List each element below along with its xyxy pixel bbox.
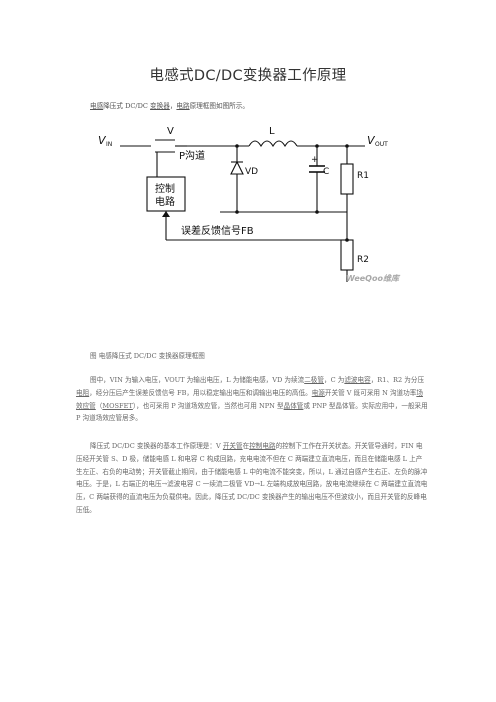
junction-dot: [345, 144, 349, 148]
vout-sub: OUT: [375, 141, 388, 148]
feedback-arrow: [162, 211, 170, 217]
text-run: ），也可采用 P 沟道场效应管，当然也可用 NPN 型: [132, 401, 284, 410]
underlined-term: 晶体管: [283, 401, 304, 410]
text-run: 原理框图如图所示。: [189, 102, 249, 110]
control-line1: 控制: [155, 182, 175, 195]
inductor-label: L: [269, 126, 275, 137]
underlined-term: MOSFET: [102, 401, 133, 410]
junction-dot: [235, 210, 239, 214]
watermark: WeeQoo维库: [346, 274, 399, 283]
underlined-term: 电阻: [76, 388, 90, 397]
r2-resistor: [340, 239, 354, 271]
text-run: ，经分压后产生误差反馈信号 FB，用以稳定输出电压和调输出电压的高低。: [89, 388, 312, 397]
text-run: 降压式 DC/DC: [103, 102, 151, 110]
vout-label: V: [367, 134, 376, 147]
page-title: 电感式DC/DC变换器工作原理: [149, 68, 347, 84]
text-run: （: [95, 401, 103, 410]
diode-label: VD: [245, 167, 258, 177]
underlined-term: 滤波电容: [344, 376, 371, 384]
paragraph-2: 降压式 DC/DC 变换器的基本工作原理是：V 开关管在控制电路的控制下工作在开…: [76, 440, 428, 517]
underlined-term: 场效应管: [76, 388, 423, 410]
text-run: 的控制下工作在开关状态。开关管导通时，FIN 电压经开关管 S、D 极，储能电感…: [76, 442, 428, 514]
feedback-label: 误差反馈信号FB: [181, 224, 254, 237]
underlined-term: 开关管: [222, 442, 243, 450]
control-line2: 电路: [155, 195, 175, 208]
text-run: 降压式 DC/DC 变换器的基本工作原理是：V: [90, 442, 223, 450]
text-run: 在: [242, 442, 250, 450]
diode-symbol: [230, 160, 244, 175]
r2-label: R2: [357, 255, 369, 265]
underlined-term: 电感: [90, 102, 104, 110]
text-run: ，: [169, 102, 177, 110]
pchannel-label: P沟道: [179, 149, 205, 162]
underlined-term: 电路: [176, 102, 190, 110]
intro-paragraph: 电感降压式 DC/DC 变换器，电路原理框图如图所示。: [90, 100, 249, 110]
capacitor-label: C: [323, 167, 329, 177]
switch-label: V: [167, 126, 174, 137]
vin-label: V: [98, 134, 107, 147]
junction-dot: [235, 144, 239, 148]
text-run: 开关管 V 既可采用 N 沟道功率: [324, 388, 417, 397]
underlined-term: 变换器: [150, 102, 170, 110]
text-run: 图中，VIN 为输入电压，VOUT 为输出电压，L 为储能电感，VD 为续流: [90, 376, 305, 384]
r1-resistor: [340, 163, 354, 195]
junction-dot: [315, 210, 319, 214]
underlined-term: 电源: [311, 388, 325, 397]
text-run: 或 PNP 型晶体管。实际应用中，一般采用 P 沟道场效应管居多。: [76, 401, 428, 423]
inductor-coil: [248, 140, 298, 148]
r1-label: R1: [357, 171, 369, 181]
underlined-term: 二极管: [304, 376, 324, 384]
cap-plus: +: [311, 155, 319, 165]
underlined-term: 控制电路: [249, 442, 276, 450]
vin-sub: IN: [106, 141, 112, 148]
text-run: ，C 为: [323, 376, 345, 384]
junction-dot: [315, 144, 319, 148]
junction-dot: [345, 238, 349, 242]
text-run: ，R1、R2 为分压: [370, 376, 425, 384]
figure-caption: 图 电感降压式 DC/DC 变换器原理框图: [90, 352, 205, 360]
circuit-diagram: V IN V P沟道 L VD + C R1 R2 V OUT 控制 电路 误差…: [98, 126, 388, 282]
paragraph-1: 图中，VIN 为输入电压，VOUT 为输出电压，L 为储能电感，VD 为续流二极…: [76, 374, 428, 425]
